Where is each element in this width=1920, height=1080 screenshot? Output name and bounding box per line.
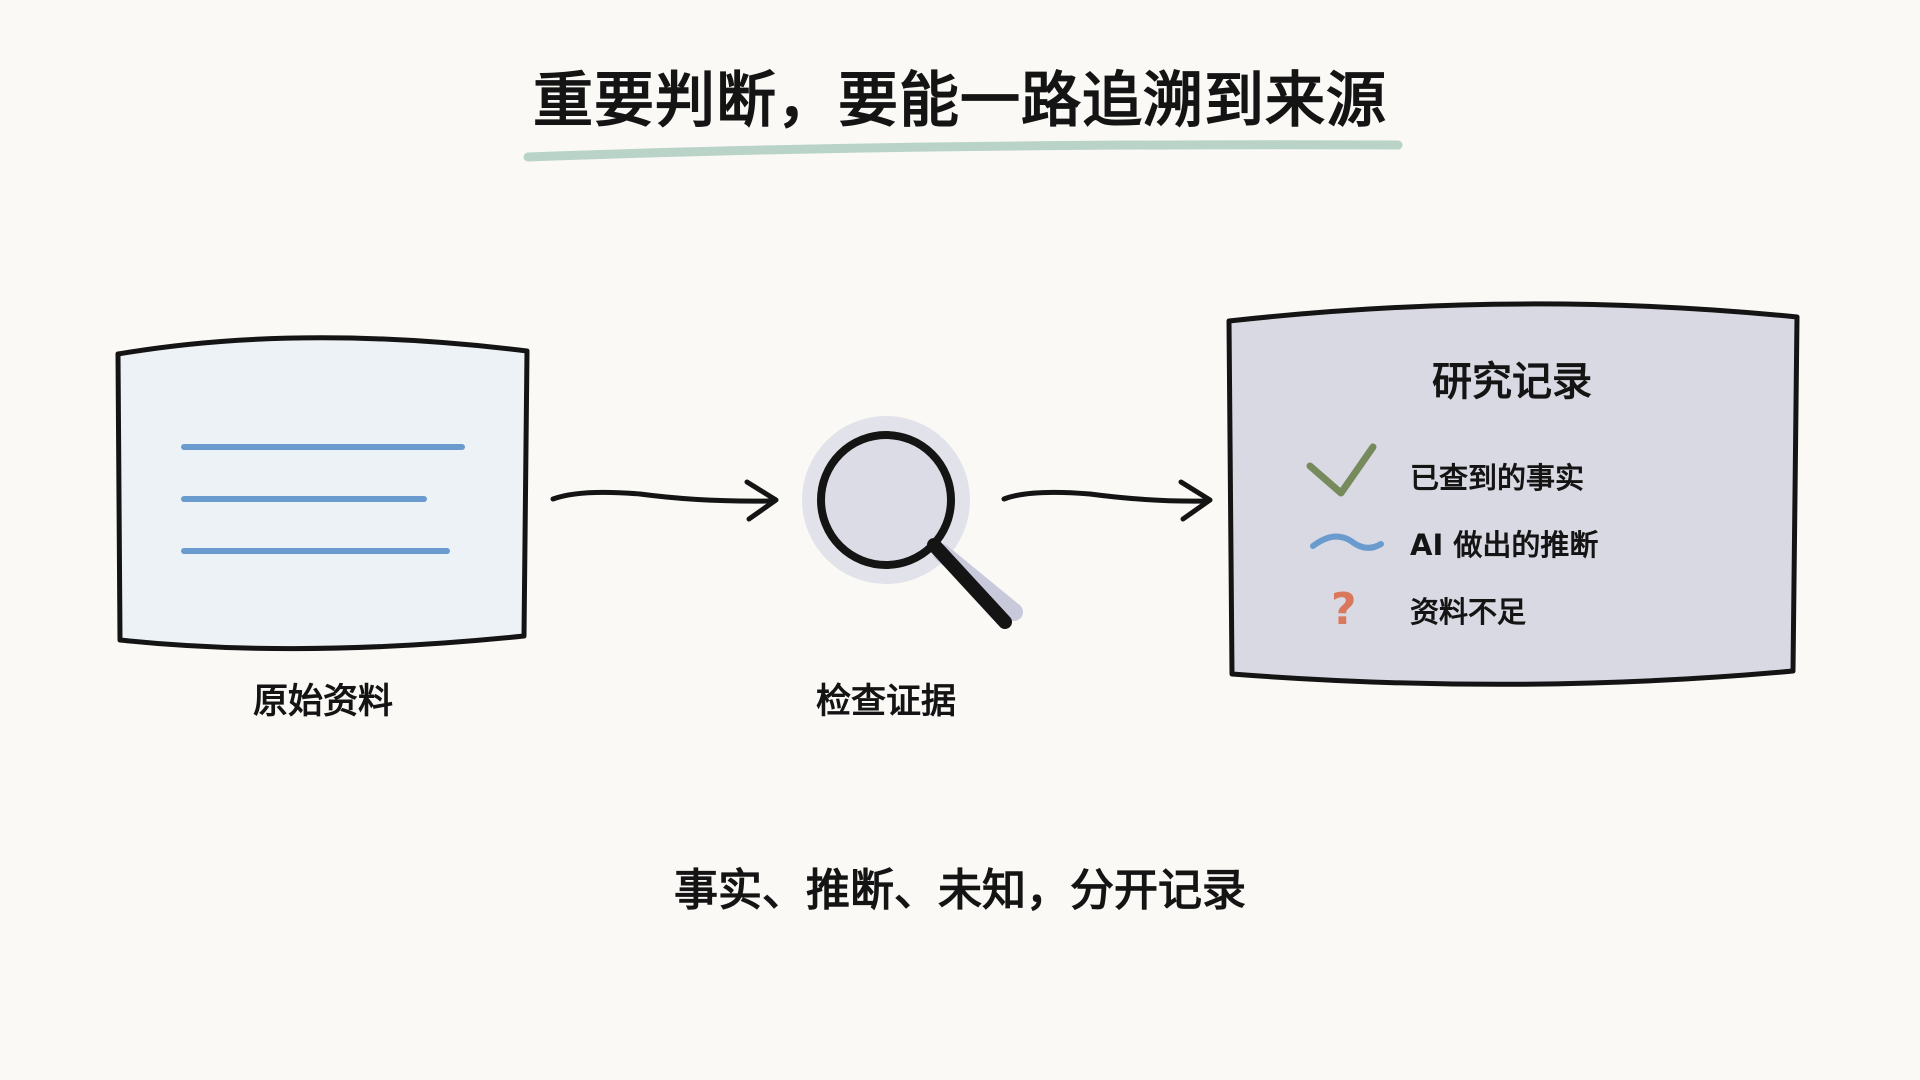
legend-label-inference: AI 做出的推断 [1410,528,1599,562]
page-title: 重要判断，要能一路追溯到来源 [533,66,1387,136]
arrow-2-head [1178,479,1213,522]
source-document-label: 原始资料 [252,682,393,722]
wave-icon [1310,533,1384,551]
arrow-1-shaft [550,489,773,504]
question-icon: ? [1331,584,1357,635]
magnifier-handle [927,538,1012,629]
arrow-source-to-check [550,479,779,522]
arrow-check-to-record [1001,479,1213,522]
magnifier-lens [817,431,955,569]
magnifier-icon [802,416,1023,629]
footer-note: 事实、推断、未知，分开记录 [674,865,1246,916]
title-underline [523,140,1403,162]
arrow-1-head [744,479,779,522]
source-document-frame [115,335,530,652]
source-document-node [115,335,530,652]
research-record-frame [1226,301,1800,687]
legend-label-fact: 已查到的事实 [1410,461,1585,495]
checkmark-icon [1306,443,1377,497]
arrow-2-shaft [1001,489,1210,504]
legend-label-missing: 资料不足 [1410,595,1527,629]
check-evidence-label: 检查证据 [815,682,956,722]
research-record-title: 研究记录 [1432,359,1592,405]
